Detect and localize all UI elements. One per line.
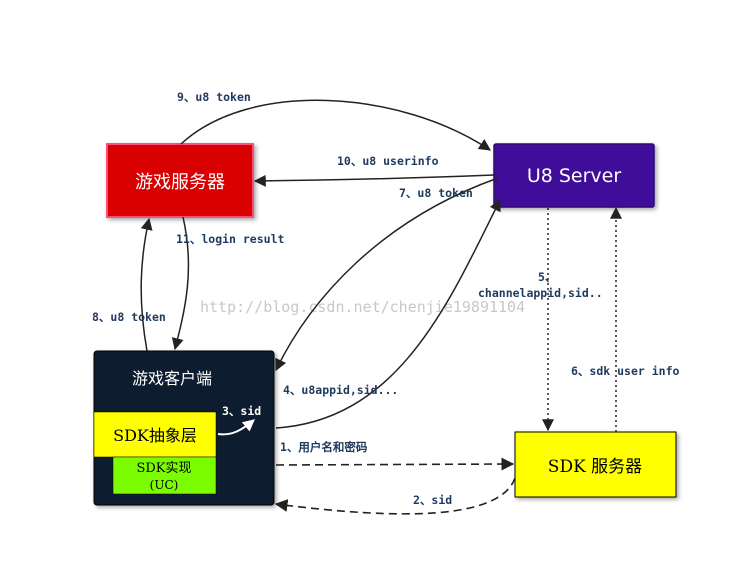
edge-11-arrow <box>171 216 190 351</box>
edge-10-arrow <box>253 174 495 187</box>
edge-2-label: 2、sid <box>413 493 452 507</box>
edge-11-label: 11、login result <box>176 232 285 246</box>
edge-2-arrow <box>274 477 516 515</box>
u8-server-label: U8 Server <box>527 165 622 187</box>
edge-5-label-line1: 5、 <box>538 270 556 284</box>
watermark-text: http://blog.csdn.net/chenjie19891104 <box>200 298 525 316</box>
sdk-server-node: SDK 服务器 <box>514 431 677 498</box>
game-client-label: 游戏客户端 <box>132 369 212 388</box>
edge-3-label: 3、sid <box>222 404 261 418</box>
edge-7-arrow <box>275 177 499 372</box>
edge-4-arrow <box>275 198 501 429</box>
sdk-abstraction-layer-label: SDK抽象层 <box>113 426 197 445</box>
edge-5-label-line2: channelappid,sid.. <box>478 286 603 300</box>
edge-6-label: 6、sdk user info <box>571 364 680 378</box>
sdk-implementation-node: SDK实现 (UC) <box>112 456 217 495</box>
sdk-server-label: SDK 服务器 <box>548 457 642 477</box>
u8-server-node: U8 Server <box>493 143 655 208</box>
edge-9-arrow <box>180 99 491 151</box>
game-server-label: 游戏服务器 <box>135 172 225 193</box>
sdk-implementation-sublabel: (UC) <box>150 478 179 492</box>
game-server-node: 游戏服务器 <box>106 143 254 218</box>
edge-3-arrow <box>217 419 255 436</box>
edge-8-label: 8、u8 token <box>92 310 166 324</box>
edge-4-label: 4、u8appid,sid... <box>283 383 398 397</box>
edge-7-label: 7、u8 token <box>399 186 473 200</box>
edge-8-arrow <box>140 217 153 352</box>
edge-9-label: 9、u8 token <box>177 90 251 104</box>
edge-10-label: 10、u8 userinfo <box>337 154 439 168</box>
edge-1-arrow <box>275 457 515 471</box>
edge-1-label: 1、用户名和密码 <box>280 440 368 454</box>
sdk-implementation-label: SDK实现 <box>136 461 191 476</box>
sdk-abstraction-layer-node: SDK抽象层 <box>93 411 217 458</box>
